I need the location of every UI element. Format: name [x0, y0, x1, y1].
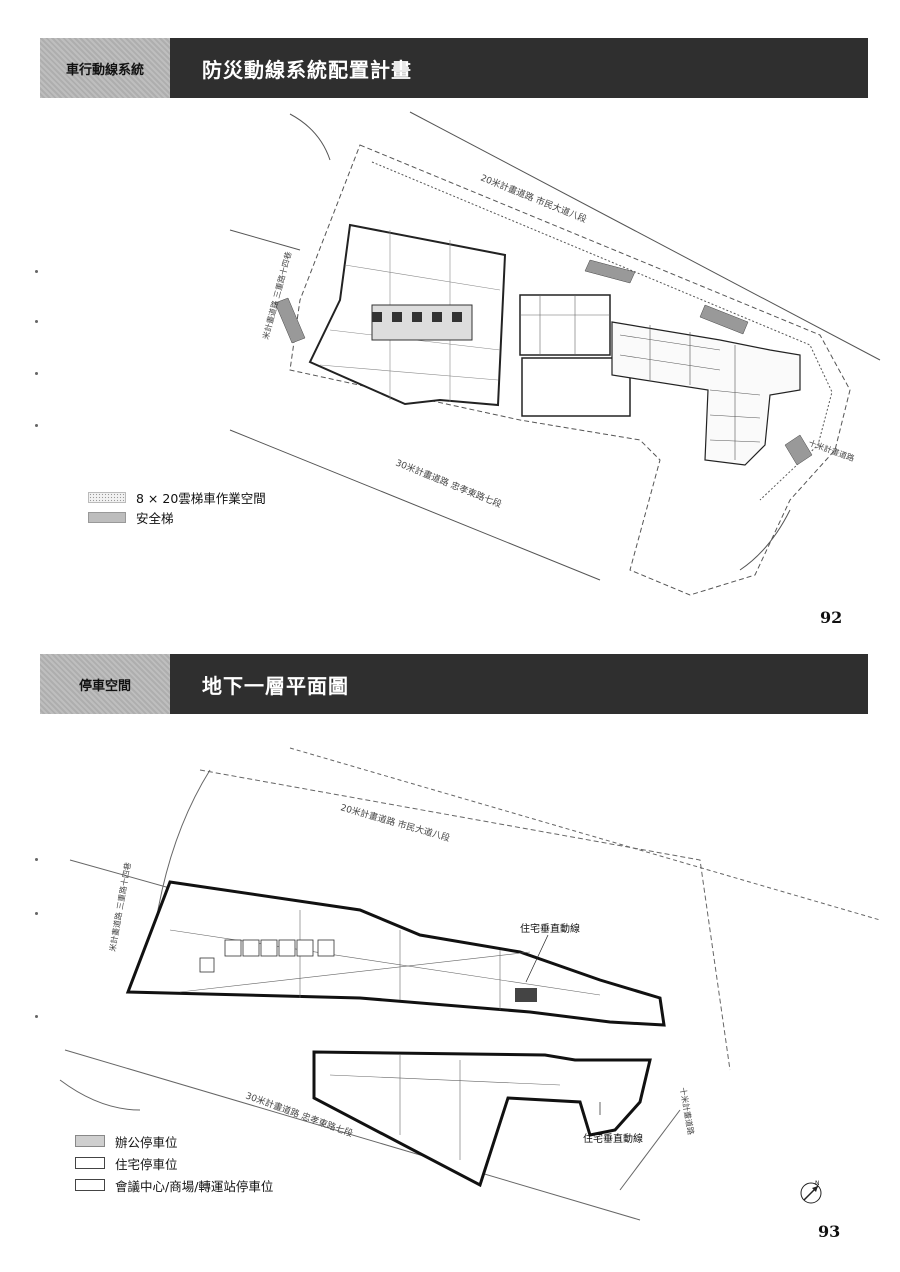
legend-item: 會議中心/商場/轉運站停車位 [75, 1174, 273, 1196]
road-label-right: 十米計畫道路 [678, 1087, 696, 1136]
legend-label: 住宅停車位 [115, 1156, 178, 1172]
legend-item: 8 × 20雲梯車作業空間 [88, 487, 266, 507]
margin-mark [35, 912, 38, 915]
ladder-truck-zone-swatch [88, 491, 126, 503]
legend-label: 安全梯 [136, 510, 174, 526]
section-title: 地下一層平面圖 [170, 654, 868, 714]
office-parking-swatch [75, 1135, 105, 1147]
residential-parking-swatch [75, 1157, 105, 1169]
road-label-bottom: 30米計畫道路 忠孝東路七段 [394, 457, 504, 511]
legend-fire-plan: 8 × 20雲梯車作業空間 安全梯 [88, 487, 266, 527]
legend-label: 會議中心/商場/轉運站停車位 [115, 1178, 274, 1194]
basement-floor-plan: 住宅垂直動線 住宅垂直動線 20米計畫道路 市民大道八段 30米計畫道路 忠孝東… [59, 747, 881, 1221]
section-header-93: 停車空間 地下一層平面圖 [40, 654, 868, 714]
legend-label: 辦公停車位 [115, 1134, 178, 1150]
site-plan-disaster-routes: 20米計畫道路 市民大道八段 30米計畫道路 忠孝東路七段 米計畫道路 三重路十… [229, 111, 881, 596]
margin-mark [35, 858, 38, 861]
margin-mark [35, 1015, 38, 1018]
margin-mark [35, 372, 38, 375]
public-parking-swatch [75, 1179, 105, 1191]
safety-stair-swatch [88, 511, 126, 523]
annotation-residential-core: 住宅垂直動線 [520, 922, 580, 935]
section-header-92: 車行動線系統 防災動線系統配置計畫 [40, 38, 868, 98]
legend-label: 8 × 20雲梯車作業空間 [136, 490, 266, 506]
legend-parking: 辦公停車位 住宅停車位 會議中心/商場/轉運站停車位 [75, 1130, 273, 1196]
section-title: 防災動線系統配置計畫 [170, 38, 868, 98]
annotation-residential-core: 住宅垂直動線 [583, 1132, 643, 1145]
section-tag: 停車空間 [40, 654, 170, 714]
road-label-top: 20米計畫道路 市民大道八段 [339, 801, 451, 844]
margin-mark [35, 424, 38, 427]
compass-label: N [815, 1180, 820, 1187]
road-label-right: 十米計畫道路 [807, 437, 856, 463]
margin-mark [35, 320, 38, 323]
page-number: 93 [818, 1222, 841, 1241]
page-number: 92 [820, 608, 843, 627]
legend-item: 辦公停車位 [75, 1130, 273, 1152]
margin-mark [35, 270, 38, 273]
legend-item: 安全梯 [88, 507, 266, 527]
compass-north-icon: N [800, 1180, 822, 1204]
legend-item: 住宅停車位 [75, 1152, 273, 1174]
section-tag: 車行動線系統 [40, 38, 170, 98]
road-label-left: 米計畫道路 三重路十四巷 [107, 861, 133, 952]
